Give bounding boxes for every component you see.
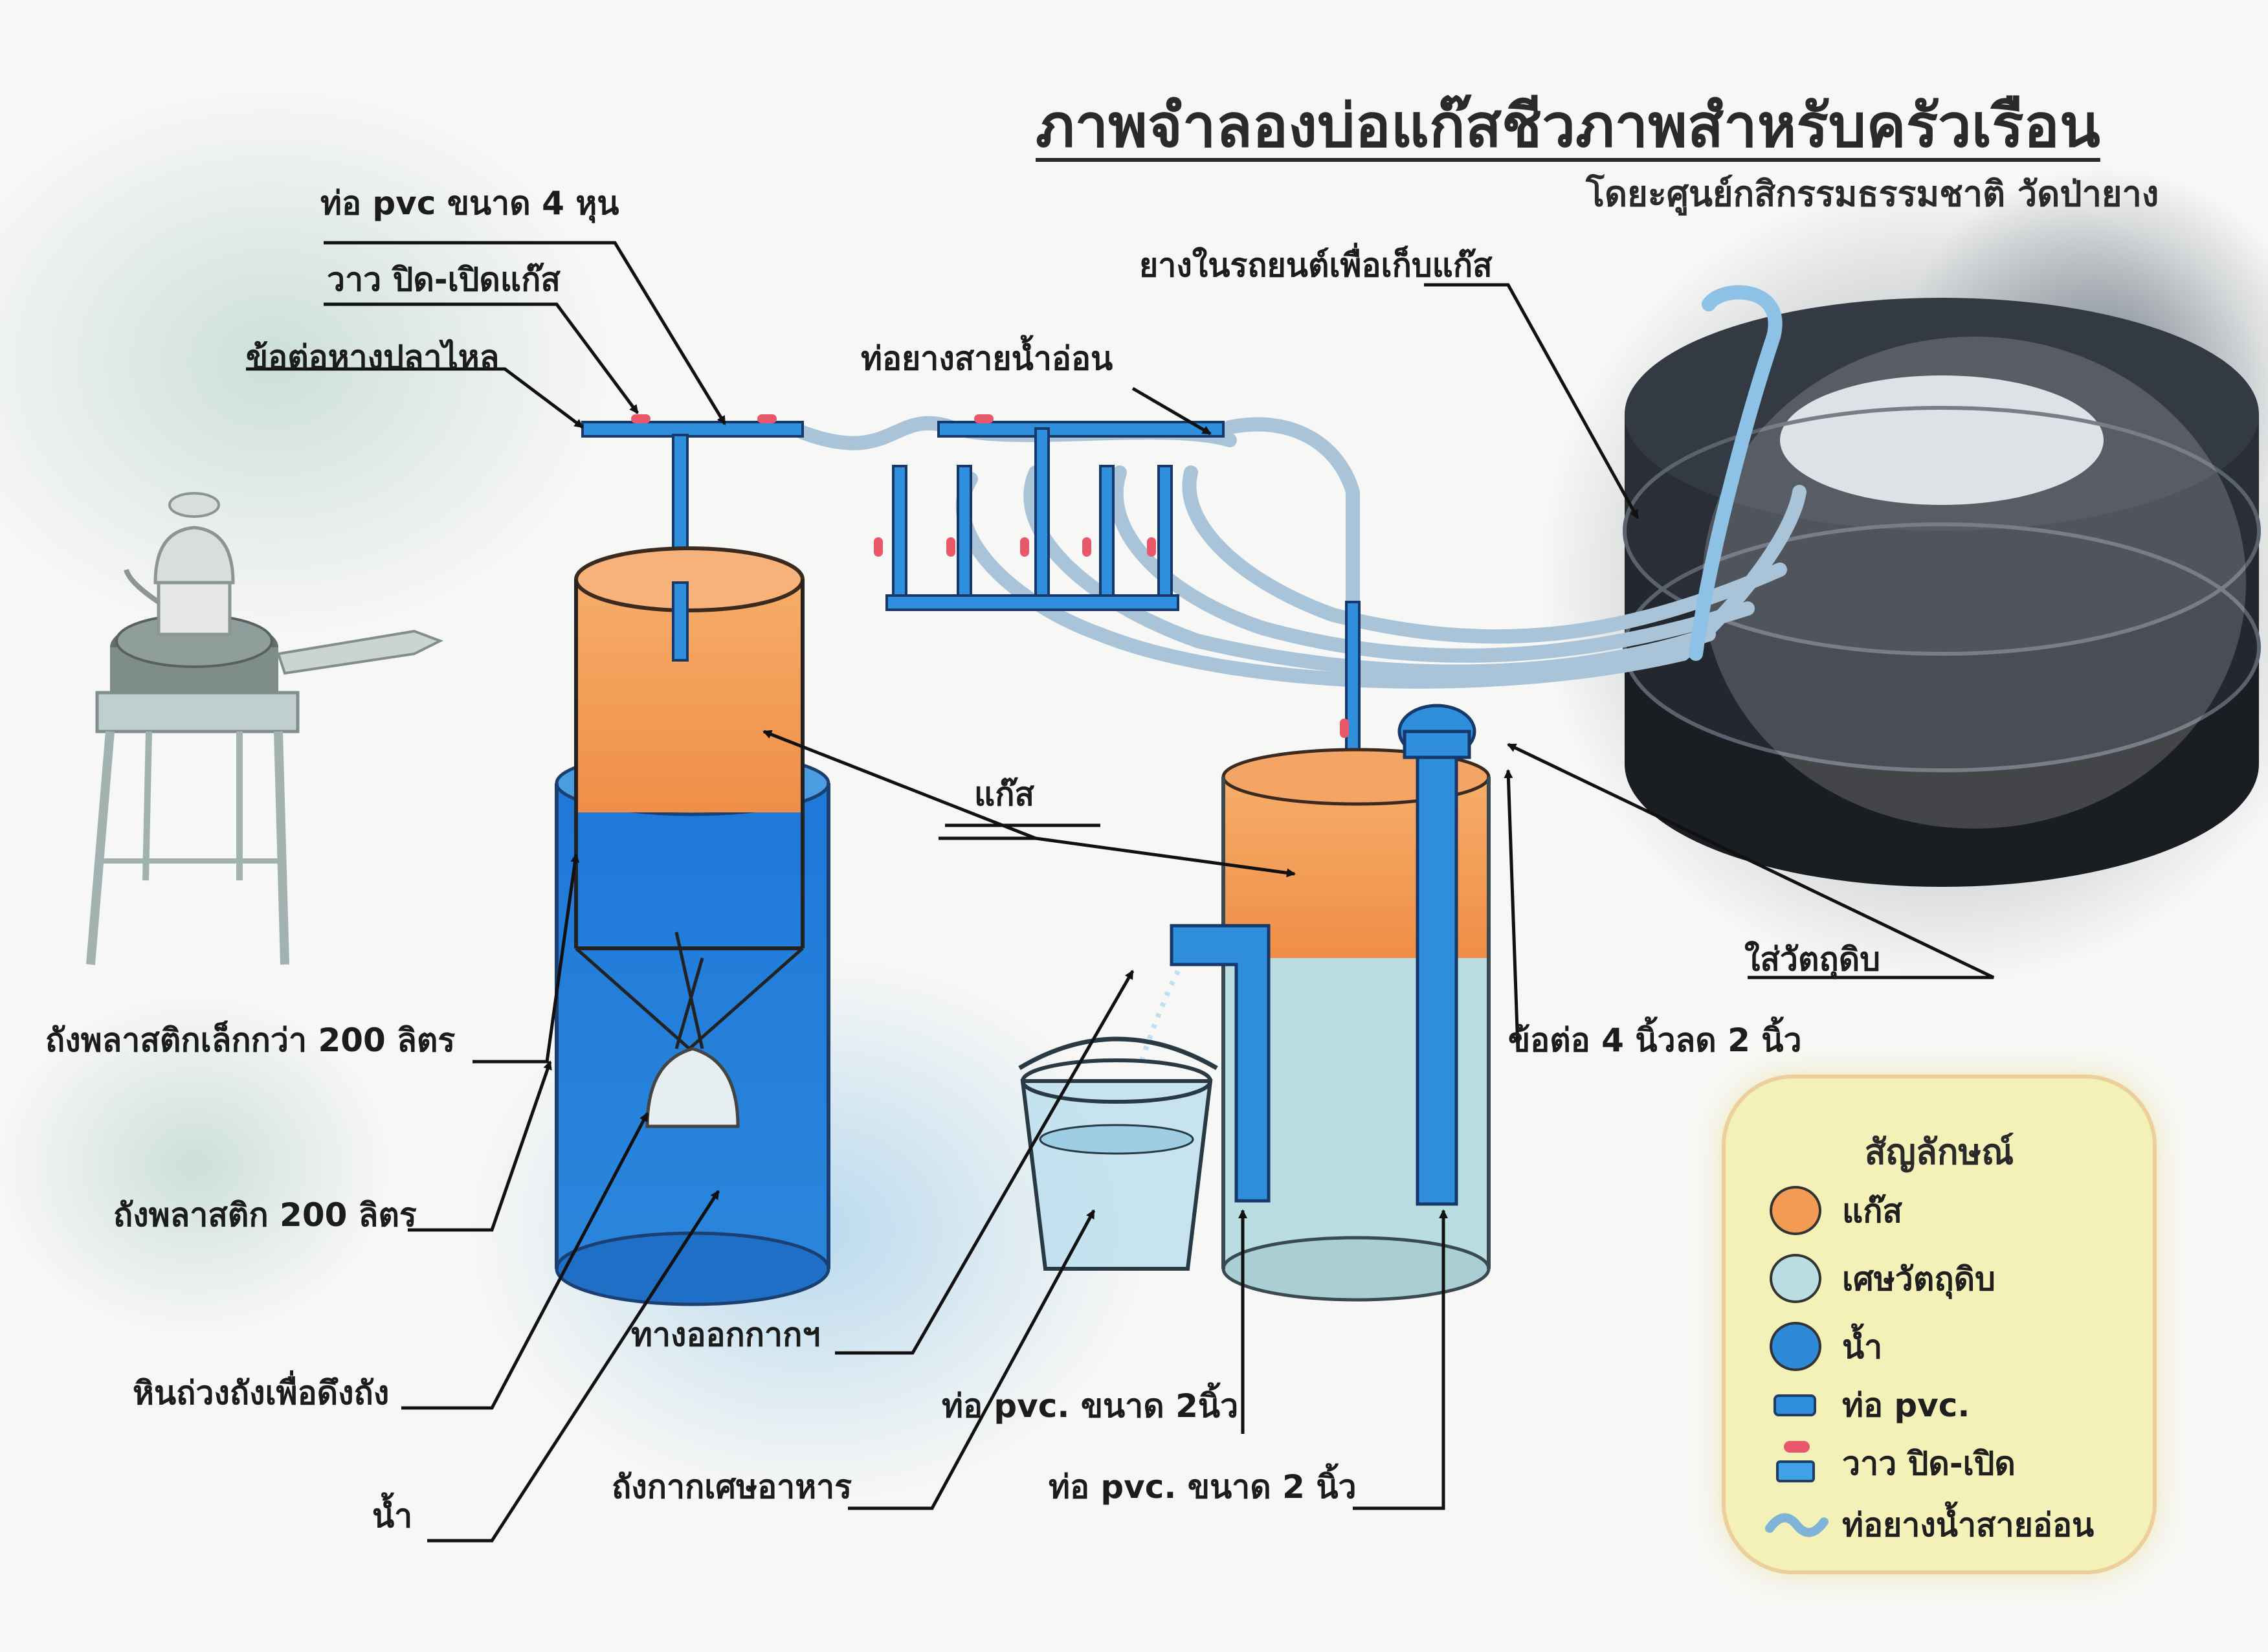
legend-label: เศษวัตถุดิบ	[1842, 1260, 1996, 1298]
legend-item-raw-material: เศษวัตถุดิบ	[1764, 1250, 1996, 1308]
page-title: ภาพจำลองบ่อแก๊สชีวภาพสำหรับครัวเรือน	[1036, 91, 2100, 161]
tank-200-liter	[555, 750, 830, 1306]
legend-label: น้ำ	[1842, 1328, 1883, 1366]
label-raw-material: ใส่วัตถุดิบ	[1744, 941, 1880, 978]
label-pvc-2inch-b: ท่อ pvc. ขนาด 2 นิ้ว	[1049, 1468, 1357, 1506]
label-stone: หินถ่วงถังเพื่อดึงถัง	[133, 1374, 390, 1412]
label-small-tank: ถังพลาสติกเล็กกว่า 200 ลิตร	[45, 1021, 456, 1059]
legend-item-gas: แก๊ส	[1764, 1182, 1902, 1240]
small-tank-gas-holder	[574, 546, 805, 1128]
legend-label: วาว ปิด-เปิด	[1842, 1444, 2016, 1482]
label-food-waste-bucket: ถังกากเศษอาหาร	[612, 1468, 852, 1506]
valve-body-icon	[1776, 1460, 1815, 1482]
car-tire-stack	[1623, 298, 2261, 887]
label-car-tire: ยางในรถยนต์เพื่อเก็บแก๊ส	[1139, 247, 1493, 284]
valves	[631, 414, 1349, 738]
legend-item-valve: วาว ปิด-เปิด	[1764, 1434, 2016, 1493]
label-outlet: ทางออกกากฯ	[631, 1316, 821, 1354]
label-pvc-4-hun: ท่อ pvc ขนาด 4 หุน	[320, 184, 619, 222]
valve-red-icon	[1784, 1441, 1810, 1453]
water-circle-icon	[1770, 1322, 1821, 1371]
legend-label: แก๊ส	[1842, 1192, 1903, 1230]
gas-circle-icon	[1770, 1186, 1821, 1235]
soft-hose-icon	[1765, 1513, 1829, 1537]
label-pvc-2inch-a: ท่อ pvc. ขนาด 2นิ้ว	[942, 1387, 1239, 1425]
legend-item-water: น้ำ	[1764, 1318, 1882, 1376]
label-valve: วาว ปิด-เปิดแก๊ส	[327, 261, 561, 298]
legend-item-hose: ท่อยางน้ำสายอ่อน	[1764, 1496, 2094, 1554]
digester-tank	[1137, 704, 1491, 1302]
label-soft-hose: ท่อยางสายน้ำอ่อน	[861, 340, 1113, 377]
leader-lines	[246, 241, 1995, 1543]
food-waste-bucket	[1018, 1036, 1218, 1271]
label-tank-200: ถังพลาสติก 200 ลิตร	[113, 1196, 417, 1234]
page-subtitle: โดยะศูนย์กสิกรรมธรรมชาติ วัดป่ายาง	[1586, 173, 2159, 214]
legend-title: สัญลักษณ์	[1864, 1132, 2014, 1172]
label-reducer: ข้อต่อ 4 นิ้วลด 2 นิ้ว	[1508, 1021, 1802, 1059]
legend-item-pvc: ท่อ pvc.	[1764, 1376, 1970, 1434]
label-water: น้ำ	[372, 1497, 413, 1535]
label-gas: แก๊ส	[974, 776, 1035, 813]
pvc-pipe-icon	[1773, 1394, 1816, 1416]
label-fishtail-joint: ข้อต่อหางปลาไหล	[246, 339, 500, 376]
legend-label: ท่อ pvc.	[1842, 1386, 1970, 1424]
raw-material-circle-icon	[1770, 1254, 1821, 1303]
legend-panel: สัญลักษณ์ แก๊ส เศษวัตถุดิบ น้ำ ท่อ pvc. …	[1722, 1075, 2157, 1574]
gas-stove-illustration	[86, 492, 443, 965]
legend-label: ท่อยางน้ำสายอ่อน	[1842, 1506, 2095, 1544]
